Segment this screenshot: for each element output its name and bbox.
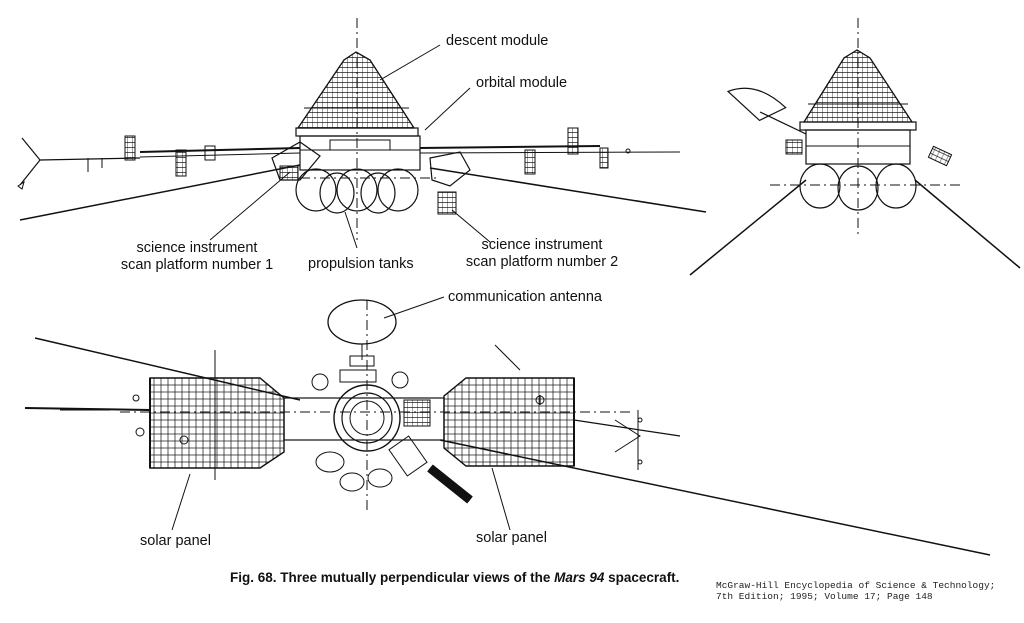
side-view bbox=[689, 18, 1021, 276]
dish-antenna-side bbox=[726, 87, 807, 135]
solar-panel-left-drawing bbox=[149, 350, 285, 480]
figure-caption: Fig. 68. Three mutually perpendicular vi… bbox=[230, 570, 679, 585]
descent-module-cone-side bbox=[799, 49, 917, 131]
label-scan-platform-1-line2: scan platform number 1 bbox=[120, 257, 274, 273]
leader-lines bbox=[171, 44, 511, 531]
label-descent-module: descent module bbox=[446, 33, 549, 49]
caption-prefix: Fig. 68. Three mutually perpendicular vi… bbox=[230, 570, 555, 585]
label-scan-platform-1-line1: science instrument bbox=[136, 240, 258, 256]
top-view bbox=[24, 299, 991, 556]
descent-module-cone bbox=[295, 51, 419, 137]
label-solar-panel-right: solar panel bbox=[476, 530, 547, 546]
communication-antenna-dish bbox=[327, 299, 397, 367]
front-view bbox=[17, 18, 707, 240]
citation-line2: 7th Edition; 1995; Volume 17; Page 148 bbox=[716, 591, 933, 602]
caption-italic: Mars 94 bbox=[554, 570, 605, 585]
propulsion-tanks-front bbox=[295, 168, 419, 214]
label-scan-platform-1: science instrument scan platform number … bbox=[108, 240, 286, 274]
label-scan-platform-2: science instrument scan platform number … bbox=[457, 237, 627, 271]
label-scan-platform-2-line2: scan platform number 2 bbox=[465, 254, 619, 270]
citation: McGraw-Hill Encyclopedia of Science & Te… bbox=[716, 580, 995, 602]
label-propulsion-tanks: propulsion tanks bbox=[308, 256, 414, 272]
scan-platform-2-front bbox=[429, 151, 471, 215]
orbital-module-body bbox=[299, 135, 421, 171]
label-communication-antenna: communication antenna bbox=[448, 289, 602, 305]
label-scan-platform-2-line1: science instrument bbox=[481, 237, 603, 253]
propulsion-tanks-side bbox=[799, 163, 917, 211]
solar-panel-right-drawing bbox=[443, 344, 575, 467]
citation-line1: McGraw-Hill Encyclopedia of Science & Te… bbox=[716, 580, 996, 591]
label-orbital-module: orbital module bbox=[476, 75, 568, 91]
central-bus bbox=[283, 369, 473, 504]
label-solar-panel-left: solar panel bbox=[140, 533, 211, 549]
caption-suffix: spacecraft. bbox=[604, 570, 680, 585]
